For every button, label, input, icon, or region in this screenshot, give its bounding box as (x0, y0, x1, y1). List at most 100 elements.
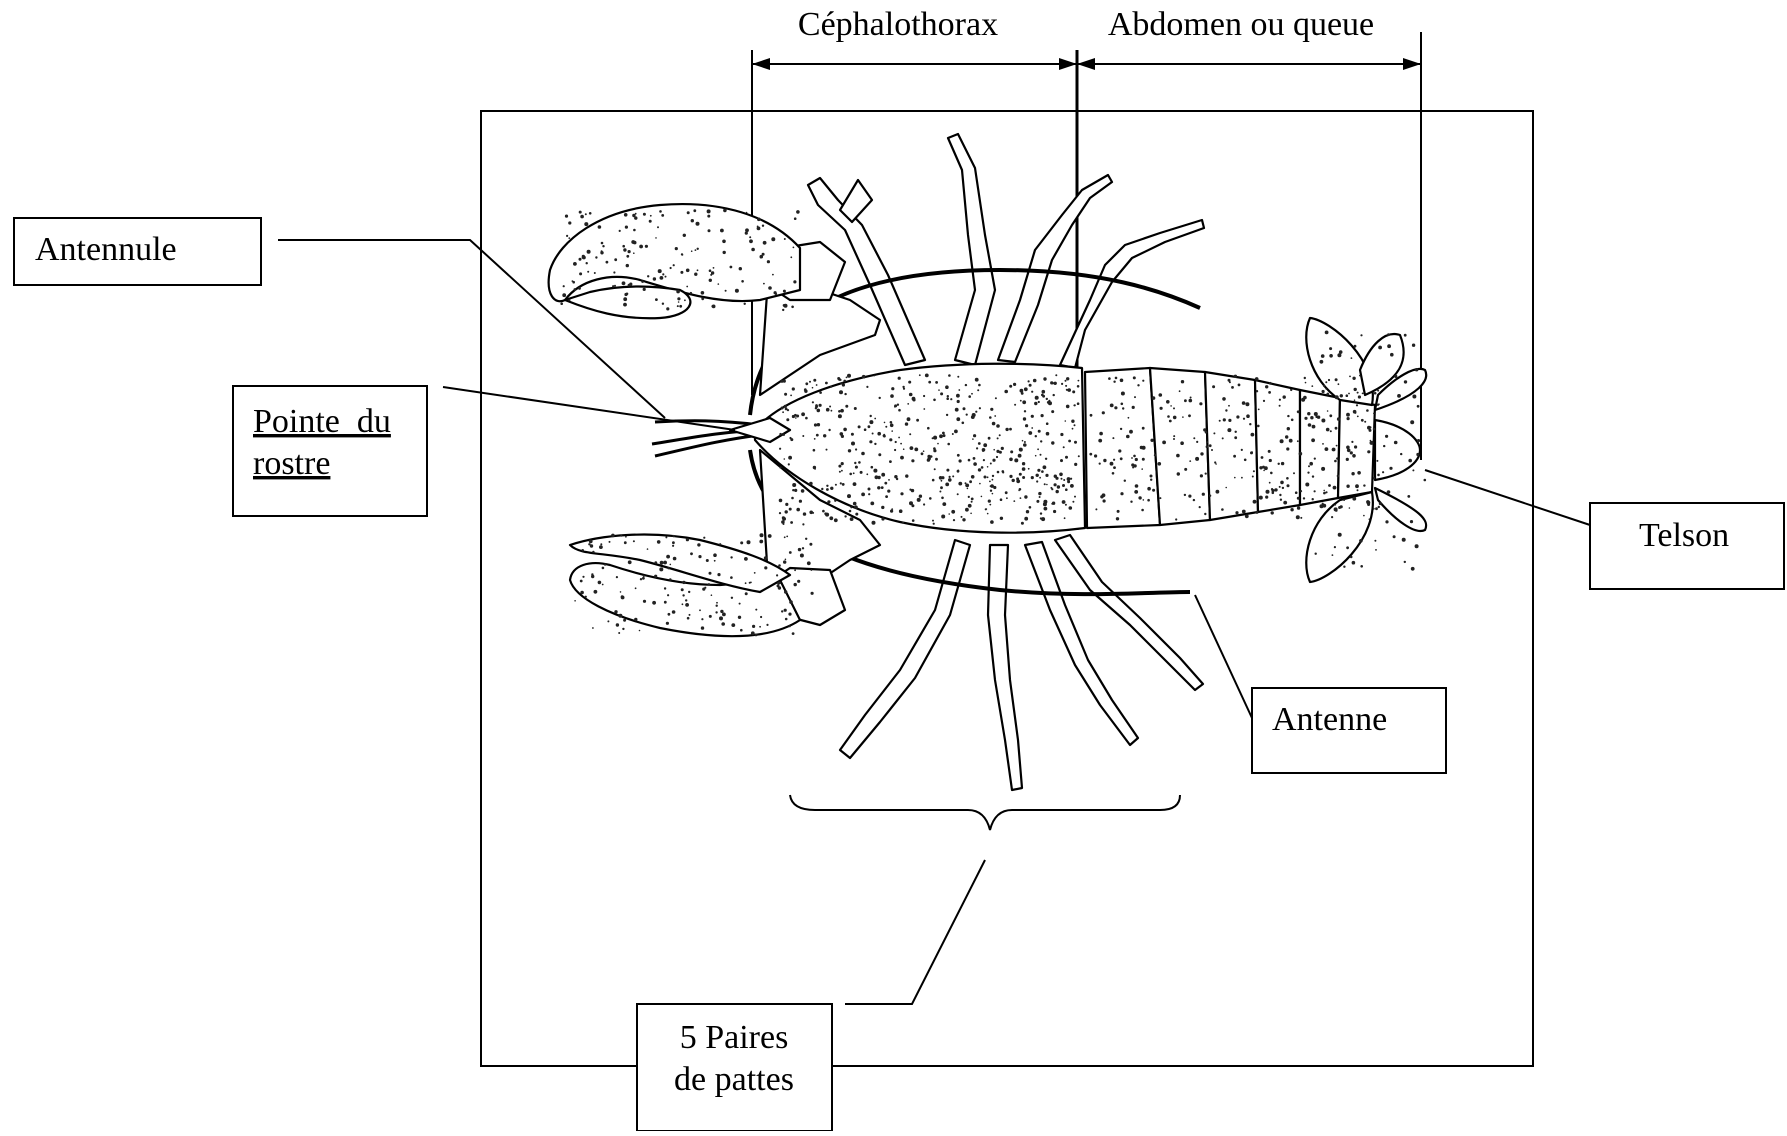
stipple-dot (966, 414, 968, 416)
stipple-dot (948, 374, 951, 377)
stipple-dot (719, 616, 723, 620)
stipple-dot (1408, 459, 1412, 463)
stipple-dot (1206, 445, 1209, 448)
stipple-dot (902, 386, 904, 388)
stipple-dot (741, 280, 744, 283)
stipple-dot (890, 424, 894, 428)
stipple-dot (660, 561, 664, 565)
stipple-dot (963, 407, 966, 410)
stipple-dot (599, 545, 603, 549)
stipple-dot (1141, 509, 1144, 512)
stipple-dot (1235, 431, 1237, 433)
stipple-dot (792, 632, 795, 635)
stipple-dot (860, 471, 863, 474)
stipple-dot (633, 252, 635, 254)
stipple-dot (625, 536, 627, 538)
stipple-dot (1065, 420, 1067, 422)
stipple-dot (795, 417, 797, 419)
stipple-dot (874, 375, 876, 377)
stipple-dot (1135, 484, 1139, 488)
stipple-dot (983, 443, 987, 447)
stipple-dot (997, 471, 1000, 474)
stipple-dot (940, 392, 943, 395)
stipple-dot (1035, 397, 1037, 399)
stipple-dot (1143, 499, 1145, 501)
stipple-dot (649, 220, 652, 223)
stipple-dot (589, 212, 592, 215)
stipple-dot (941, 480, 943, 482)
stipple-dot (945, 385, 949, 389)
stipple-dot (730, 576, 733, 579)
stipple-dot (956, 394, 960, 398)
stipple-dot (796, 508, 800, 512)
label-telson: Telson (1590, 503, 1784, 589)
stipple-dot (1387, 344, 1391, 348)
stipple-dot (709, 572, 712, 575)
stipple-dot (735, 289, 739, 293)
stipple-dot (1041, 517, 1045, 521)
stipple-dot (927, 427, 930, 430)
stipple-dot (1352, 454, 1356, 458)
stipple-dot (1214, 461, 1216, 463)
stipple-dot (992, 479, 994, 481)
stipple-dot (1099, 432, 1103, 436)
stipple-dot (1189, 399, 1193, 403)
stipple-dot (949, 476, 951, 478)
stipple-dot (1110, 462, 1114, 466)
stipple-dot (712, 305, 716, 309)
stipple-dot (1279, 486, 1281, 488)
stipple-dot (620, 535, 622, 537)
stipple-dot (957, 493, 959, 495)
stipple-dot (869, 440, 872, 443)
stipple-dot (947, 443, 950, 446)
stipple-dot (707, 209, 711, 213)
stipple-dot (672, 535, 674, 537)
stipple-dot (1074, 496, 1076, 498)
stipple-dot (1279, 494, 1281, 496)
stipple-dot (791, 306, 794, 309)
stipple-dot (1339, 350, 1343, 354)
stipple-dot (582, 576, 584, 578)
stipple-dot (716, 605, 718, 607)
stipple-dot (1378, 346, 1382, 350)
stipple-dot (783, 290, 786, 293)
stipple-dot (1004, 390, 1008, 394)
stipple-dot (798, 548, 801, 551)
label-pointe-du-rostre: Pointe du rostre (233, 386, 427, 516)
stipple-dot (1310, 416, 1313, 419)
stipple-dot (899, 509, 903, 513)
stipple-dot (1059, 473, 1063, 477)
stipple-dot (730, 556, 732, 558)
stipple-dot (676, 290, 680, 294)
stipple-dot (580, 580, 583, 583)
stipple-dot (989, 504, 991, 506)
stipple-dot (1067, 388, 1071, 392)
stipple-dot (1065, 456, 1068, 459)
stipple-dot (1301, 398, 1305, 402)
stipple-dot (1357, 471, 1361, 475)
stipple-dot (654, 561, 657, 564)
legs-brace (790, 795, 1180, 830)
stipple-dot (984, 476, 987, 479)
stipple-dot (1140, 446, 1143, 449)
stipple-dot (957, 454, 960, 457)
stipple-dot (978, 384, 981, 387)
stipple-dot (781, 520, 785, 524)
stipple-dot (1417, 405, 1420, 408)
stipple-dot (660, 276, 664, 280)
stipple-dot (579, 258, 582, 261)
stipple-dot (1221, 508, 1224, 511)
stipple-dot (843, 380, 846, 383)
stipple-dot (825, 382, 828, 385)
stipple-dot (981, 466, 984, 469)
stipple-dot (1035, 455, 1037, 457)
stipple-dot (725, 290, 727, 292)
stipple-dot (1357, 392, 1359, 394)
stipple-dot (1040, 440, 1042, 442)
stipple-dot (971, 498, 974, 501)
stipple-dot (749, 239, 753, 243)
stipple-dot (821, 488, 823, 490)
stipple-dot (731, 597, 733, 599)
stipple-dot (1251, 433, 1255, 437)
stipple-dot (889, 460, 892, 463)
